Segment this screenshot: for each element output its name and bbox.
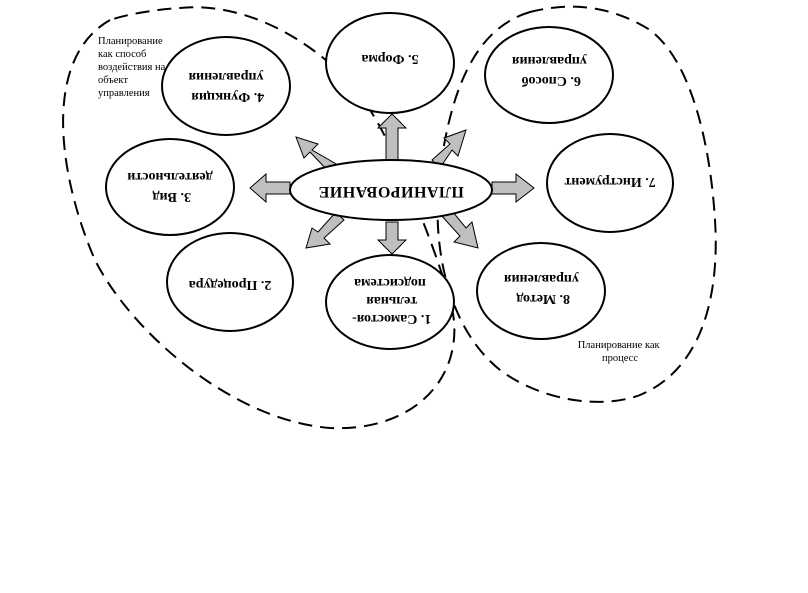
node-2-label: 2. Процедура	[189, 277, 272, 292]
arrow-right	[491, 172, 535, 204]
node-5-label: 5. Форма	[361, 51, 418, 66]
node-8-line-1: 8. Метод	[516, 291, 570, 306]
node-1: 1. Самостоя- тельная подсистема	[325, 254, 455, 350]
node-3-label: 3. Вид деятельности	[127, 169, 212, 204]
node-1-label: 1. Самостоя- тельная подсистема	[349, 275, 432, 326]
arrow-left	[249, 172, 291, 204]
node-7: 7. Инструмент	[546, 133, 674, 233]
node-8-label: 8. Метод управления	[503, 271, 578, 306]
node-6-line-1: 6. Способ	[521, 73, 580, 88]
left-note-line-4: объект	[98, 75, 128, 86]
node-7-line-1: 7. Инструмент	[564, 174, 655, 189]
left-note-line-5: управления	[98, 88, 150, 99]
center-node: ПЛАНИРОВАНИЕ	[289, 159, 493, 221]
left-group-note: Планирование как способ воздействия на о…	[98, 36, 168, 99]
node-8-line-2: управления	[503, 271, 578, 286]
node-6-line-2: управления	[511, 53, 586, 68]
node-4-line-2: управления	[188, 69, 263, 84]
right-group-note: Планирование как процесс	[578, 340, 663, 364]
node-5: 5. Форма	[325, 12, 455, 114]
arrow-down-left	[305, 211, 345, 249]
node-4-label: 4. Функция управления	[188, 69, 264, 104]
node-5-line-1: 5. Форма	[361, 51, 418, 66]
left-note-line-2: как способ	[98, 49, 146, 60]
center-label: ПЛАНИРОВАНИЕ	[318, 183, 464, 200]
node-4-line-1: 4. Функция	[191, 89, 264, 104]
node-7-label: 7. Инструмент	[564, 174, 655, 189]
node-8: 8. Метод управления	[476, 242, 606, 340]
node-2-line-1: 2. Процедура	[189, 277, 272, 292]
arrow-up	[376, 113, 408, 161]
node-3: 3. Вид деятельности	[105, 138, 235, 236]
arrow-down	[376, 221, 408, 255]
right-note-line-2: процесс	[602, 353, 638, 364]
right-note-line-1: Планирование как	[578, 340, 661, 351]
node-1-line-2: тельная	[366, 293, 417, 308]
node-2: 2. Процедура	[166, 232, 294, 332]
node-1-line-3: подсистема	[354, 275, 426, 290]
node-3-line-2: деятельности	[127, 169, 212, 184]
left-note-line-1: Планирование	[98, 36, 163, 47]
left-group-outline	[62, 6, 456, 430]
node-1-line-1: 1. Самостоя-	[352, 311, 432, 326]
node-6-label: 6. Способ управления	[511, 53, 586, 88]
right-group-outline	[436, 5, 717, 403]
node-6: 6. Способ управления	[484, 26, 614, 124]
left-note-line-3: воздействия на	[98, 62, 166, 73]
node-3-line-1: 3. Вид	[153, 189, 192, 204]
node-4: 4. Функция управления	[161, 36, 291, 136]
